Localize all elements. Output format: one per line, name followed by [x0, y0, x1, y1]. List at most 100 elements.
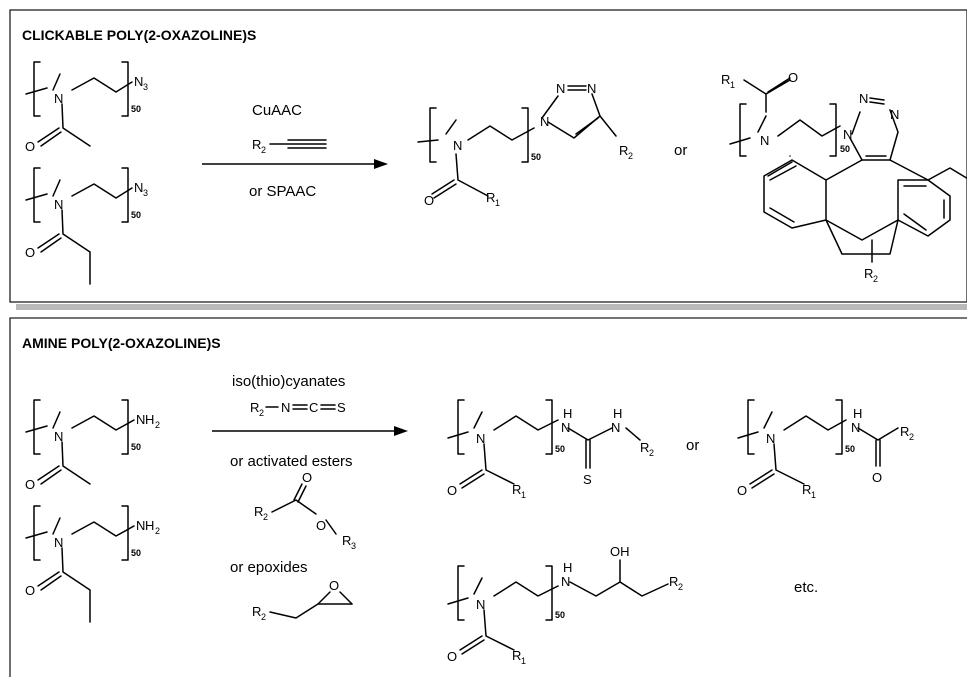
atom-n: N: [556, 81, 565, 96]
subscript-2: 2: [155, 526, 160, 536]
r-group-label: R: [252, 604, 261, 619]
atom-n: N: [561, 574, 570, 589]
subscript-1: 1: [521, 490, 526, 500]
atom-n: N: [134, 74, 143, 89]
repeat-n: 50: [131, 548, 141, 558]
subscript-1: 1: [495, 198, 500, 208]
azide-pmeox-structure: N O N 3 50: [25, 61, 148, 154]
atom-n: N: [561, 420, 570, 435]
clickable-panel-shadow: [16, 304, 967, 310]
clickable-panel-frame: [9, 9, 967, 310]
cuaac-label: CuAAC: [252, 102, 302, 119]
atom-s: S: [337, 400, 346, 415]
repeat-n: 50: [131, 442, 141, 452]
r1-label: R: [512, 482, 521, 497]
atom-n: N: [540, 114, 549, 129]
r1-label: R: [802, 482, 811, 497]
atom-c: C: [309, 400, 318, 415]
repeat-n: 50: [555, 444, 565, 454]
subscript-1: 1: [811, 490, 816, 500]
r2-label: R: [640, 440, 649, 455]
clickable-panel-title: CLICKABLE POLY(2-OXAZOLINE)S: [22, 27, 256, 43]
isothiocyanate-reagent: R 2 N C S: [250, 400, 346, 418]
atom-o: O: [447, 649, 457, 664]
atom-n: N: [281, 400, 290, 415]
r2-label: R: [900, 424, 909, 439]
atom-h: H: [145, 518, 154, 533]
or-label: or: [686, 437, 699, 454]
atom-o: O: [316, 518, 326, 533]
atom-n: N: [136, 518, 145, 533]
subscript-2: 2: [259, 408, 264, 418]
thiourea-product-structure: N O R 1 50 H N H N S R 2: [447, 399, 654, 500]
click-reaction-arrow: [202, 159, 388, 169]
subscript-2: 2: [628, 151, 633, 161]
amine-reaction-arrow: [212, 426, 408, 436]
r1-label: R: [721, 72, 730, 87]
atom-n: N: [476, 597, 485, 612]
atom-h: H: [145, 412, 154, 427]
atom-n: N: [136, 412, 145, 427]
r-group-label: R: [250, 400, 259, 415]
isothiocyanate-label: iso(thio)cyanates: [232, 373, 345, 390]
r3-label: R: [342, 533, 351, 548]
subscript-2: 2: [261, 145, 266, 155]
atom-n: N: [859, 91, 868, 106]
repeat-n: 50: [845, 444, 855, 454]
amine-panel-frame: [9, 317, 967, 677]
subscript-2: 2: [261, 612, 266, 622]
alkyne-reagent: R 2: [252, 137, 327, 155]
hydroxyl-label: OH: [610, 544, 630, 559]
atom-o: O: [329, 578, 339, 593]
atom-n: N: [843, 127, 852, 142]
amine-pmeox-structure: N O N H 2 50: [25, 399, 160, 492]
atom-n: N: [851, 420, 860, 435]
atom-o: O: [737, 483, 747, 498]
r1-label: R: [486, 190, 495, 205]
amine-petox-structure: N O N H 2 50: [25, 505, 160, 623]
subscript-3: 3: [143, 82, 148, 92]
atom-o: O: [25, 583, 35, 598]
atom-o: O: [25, 245, 35, 260]
atom-o: O: [25, 477, 35, 492]
repeat-n: 50: [131, 210, 141, 220]
atom-n: N: [134, 180, 143, 195]
spaac-label: or SPAAC: [249, 183, 316, 200]
atom-s: S: [583, 472, 592, 487]
r1-label: R: [512, 648, 521, 663]
or-label: or: [674, 142, 687, 159]
subscript-3: 3: [143, 188, 148, 198]
atom-h: H: [563, 406, 572, 421]
r2-label: R: [864, 266, 873, 281]
activated-esters-label: or activated esters: [230, 453, 353, 470]
r-group-label: R: [254, 504, 263, 519]
atom-n: N: [611, 420, 620, 435]
subscript-2: 2: [649, 448, 654, 458]
atom-o: O: [424, 193, 434, 208]
repeat-n: 50: [531, 152, 541, 162]
r-group-label: R: [252, 137, 261, 152]
atom-o: O: [25, 139, 35, 154]
amine-panel-border: [9, 317, 967, 677]
triazole-product-structure: N O R 1 50 N N N R 2: [417, 81, 633, 208]
subscript-2: 2: [263, 512, 268, 522]
r2-label: R: [669, 574, 678, 589]
atom-n: N: [587, 81, 596, 96]
activated-ester-reagent: R 2 O O R 3: [254, 470, 356, 551]
amide-product-structure: N O R 1 50 H N O R 2: [737, 399, 914, 500]
epoxides-label: or epoxides: [230, 559, 308, 576]
subscript-2: 2: [909, 432, 914, 442]
subscript-1: 1: [730, 80, 735, 90]
atom-o: O: [872, 470, 882, 485]
atom-h: H: [613, 406, 622, 421]
atom-n: N: [54, 535, 63, 550]
atom-n: N: [54, 429, 63, 444]
atom-n: N: [54, 197, 63, 212]
repeat-n: 50: [555, 610, 565, 620]
atom-o: O: [788, 70, 798, 85]
subscript-2: 2: [873, 274, 878, 284]
repeat-n: 50: [840, 144, 850, 154]
etc-label: etc.: [794, 579, 818, 596]
dibenzocyclooctyne-product-structure: R 1 O N 50 N N N R 2: [721, 70, 967, 284]
